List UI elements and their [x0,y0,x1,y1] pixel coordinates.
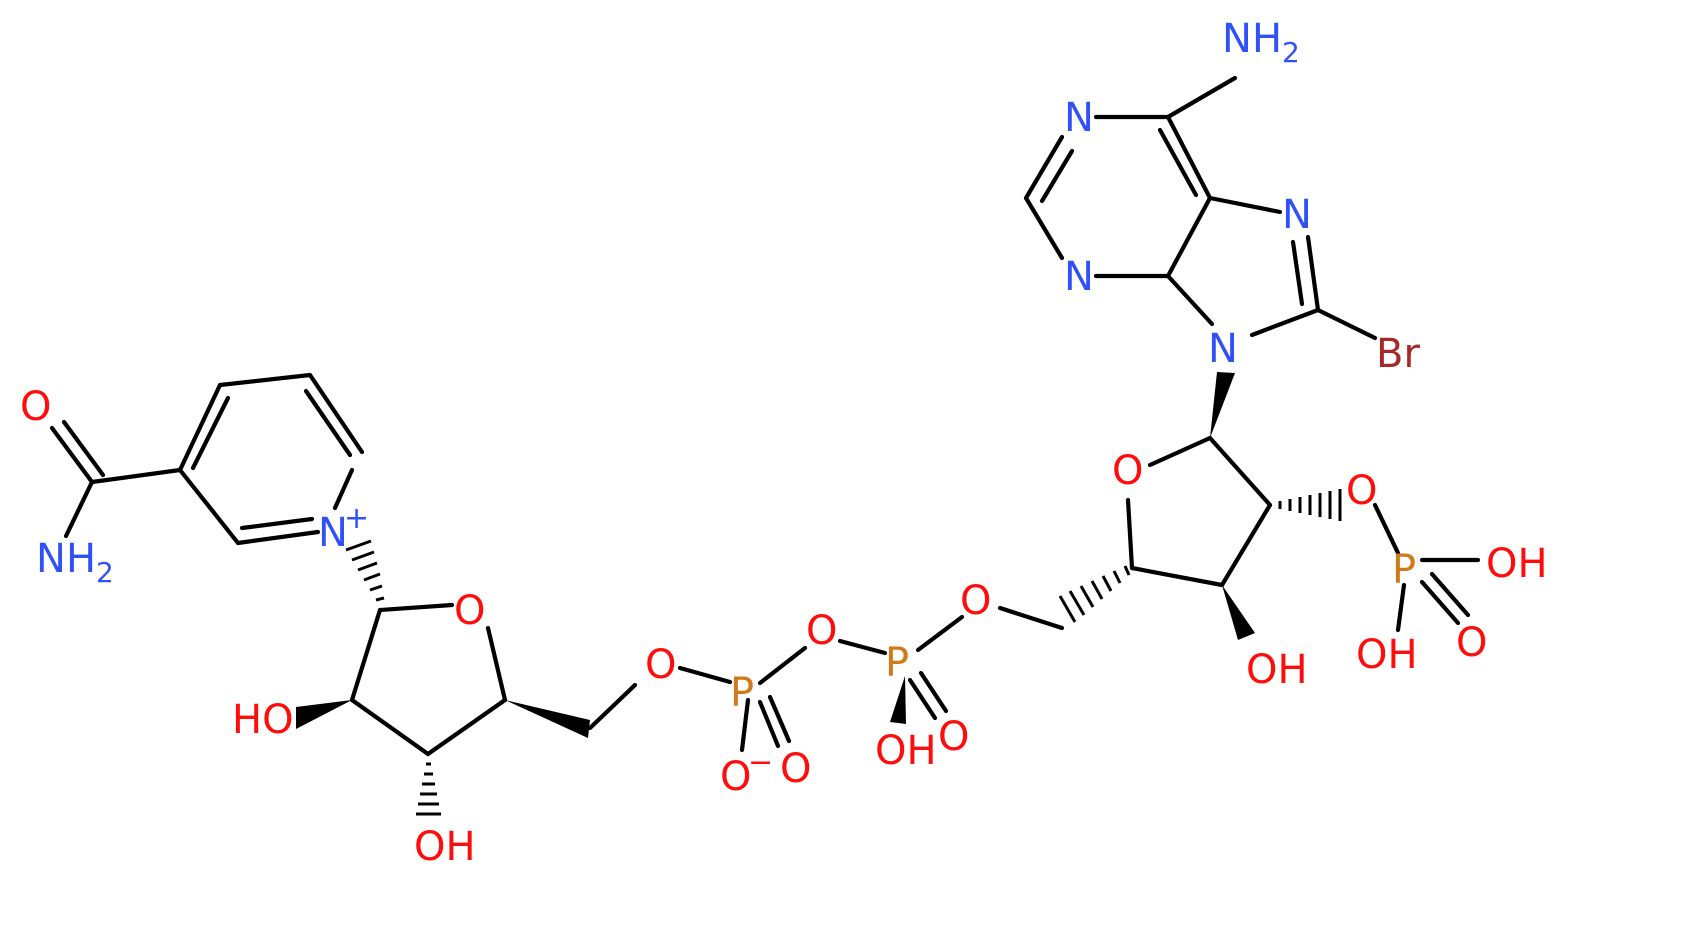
bond [1165,75,1238,120]
bond [997,605,1065,631]
hashed-wedge-bond [1058,565,1131,623]
bond [377,602,455,613]
wedge-bond [505,700,590,738]
atom-label-oxygen: O [645,642,676,688]
bond [349,697,431,757]
bond [1419,579,1461,626]
atom-label-nitrogen: N [318,510,348,556]
atom-label-subscript: 2 [96,556,114,589]
atom-label-hydrogen: H [66,536,96,582]
atom-label-hydroxyl: HO [232,697,294,743]
bond [1125,497,1135,571]
atom-label-nitrogen: N [1064,254,1094,300]
atom-label-oxide: O [720,754,751,800]
bond [1023,195,1065,261]
atom-label-phosphorus: P [1392,547,1416,593]
bond [1165,114,1213,201]
bond [303,388,353,458]
bond [1219,502,1273,588]
atom-label-oxygen: O [960,578,991,624]
bond [1157,127,1199,198]
atom-label-oxygen: O [1112,448,1143,494]
bond [63,479,95,539]
bond [1207,195,1283,215]
atom-label-bromine: Br [1376,331,1420,377]
wedge-bond [1222,585,1255,640]
bond [1249,307,1321,338]
bond [235,529,321,546]
bond [677,665,733,685]
bond [177,382,223,473]
atom-label-hydroxyl: OH [875,728,937,774]
hashed-wedge-bond [416,762,441,816]
bond [1165,273,1215,327]
wedge-bond [1210,372,1235,438]
bond [332,467,355,511]
bond [915,614,965,653]
bond [61,419,106,478]
bond [307,372,365,455]
atom-label-hydroxyl: OH [1246,647,1308,693]
bond [177,467,241,546]
bond [918,670,949,714]
bond [739,697,751,753]
bond [485,625,508,703]
bond [239,516,315,531]
bond [587,682,638,731]
wedge-bond [296,700,352,729]
bond [349,607,383,703]
bond [190,395,231,471]
atom-label-subscript: 2 [1282,36,1300,69]
atom-label-hydroxyl: OH [1486,541,1548,587]
atom-label-phosphorus: P [885,640,909,686]
bond [49,425,95,485]
atom-label-hydroxyl: OH [414,824,476,870]
atom-label-oxygen: O [1346,468,1377,514]
bond [1023,134,1065,201]
atom-label-hydroxyl: OH [1356,632,1418,678]
atom-labels: N H 2 N N N N Br O OH O P OH OH O O P OH… [20,16,1548,870]
atom-label-nitrogen: N [1222,16,1252,62]
atom-label-nitrogen: N [36,536,66,582]
bond-layer [49,75,1481,757]
bond [1315,307,1378,341]
bond [1165,195,1213,279]
bond [1372,502,1401,556]
atom-label-hydrogen: H [1252,16,1282,62]
bond [1305,234,1321,313]
charge-minus: − [748,745,773,780]
bond [757,645,808,686]
bond [767,694,792,744]
atom-label-phosphorus: P [730,670,754,716]
atom-label-oxygen: O [806,608,837,654]
atom-label-oxygen: O [454,588,485,634]
bond [1147,435,1213,468]
bond [757,699,781,749]
bond [837,638,888,656]
atom-label-nitrogen: N [1282,192,1312,238]
atom-label-oxygen: O [938,714,969,760]
charge-plus: + [344,501,369,536]
hashed-wedge-bond [345,539,385,602]
bond [907,677,938,721]
bond [425,697,508,757]
hashed-wedge-bond [1278,489,1342,521]
wedge-layer [296,372,1342,816]
atom-label-oxygen: O [780,746,811,792]
wedge-bond [890,676,906,724]
atom-label-oxygen: O [20,384,51,430]
atom-label-nitrogen: N [1064,95,1094,141]
bond [1429,571,1471,618]
bond [1290,239,1305,307]
bond [217,372,313,388]
atom-label-oxygen: O [1456,620,1487,666]
bond [89,467,183,485]
bond [1207,435,1273,508]
atom-label-nitrogen: N [1208,326,1238,372]
bond [1395,582,1407,633]
bond [1039,148,1075,204]
bond [1129,565,1225,588]
